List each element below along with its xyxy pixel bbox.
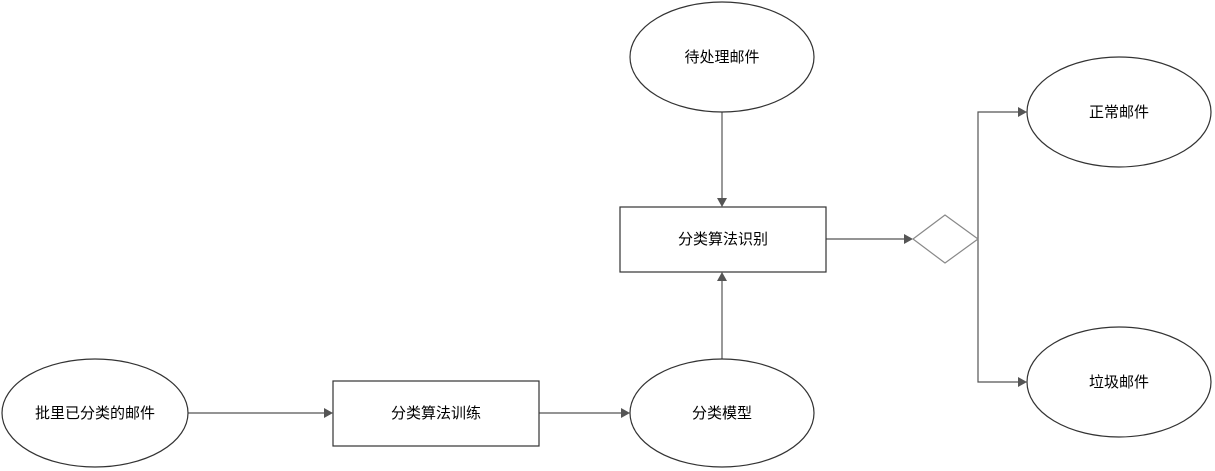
decision-diamond-shape [912,214,980,264]
node-pending-mail: 待处理邮件 [629,1,815,113]
arrowhead-icon [904,234,913,244]
rectangle-shape [332,380,540,447]
ellipse-shape [1026,56,1212,168]
edge-decision-to-normal [977,111,1018,239]
node-classify-model: 分类模型 [629,358,815,468]
node-classify-train: 分类算法训练 [332,380,540,447]
node-label: 分类模型 [692,404,752,422]
node-spam-mail: 垃圾邮件 [1026,326,1212,438]
node-decision [912,214,980,264]
node-classify-recognize: 分类算法识别 [619,206,827,273]
ellipse-shape [629,358,815,468]
arrowhead-icon [717,272,727,281]
arrowhead-icon [324,408,333,418]
node-label: 垃圾邮件 [1089,373,1149,391]
arrowhead-icon [621,408,630,418]
arrowhead-icon [1018,107,1027,117]
ellipse-shape [629,1,815,113]
node-label: 正常邮件 [1089,103,1149,121]
arrowhead-icon [717,198,727,207]
node-label: 待处理邮件 [684,48,759,66]
connectors [188,107,1027,418]
rectangle-shape [619,206,827,273]
arrowhead-icon [1018,377,1027,387]
node-label: 批里已分类的邮件 [35,404,155,422]
ellipse-shape [1,358,189,468]
node-batch-classified-mail: 批里已分类的邮件 [1,358,189,468]
node-normal-mail: 正常邮件 [1026,56,1212,168]
edge-decision-to-spam [977,239,1018,383]
node-label: 分类算法识别 [678,230,768,248]
node-label: 分类算法训练 [391,404,481,422]
ellipse-shape [1026,326,1212,438]
